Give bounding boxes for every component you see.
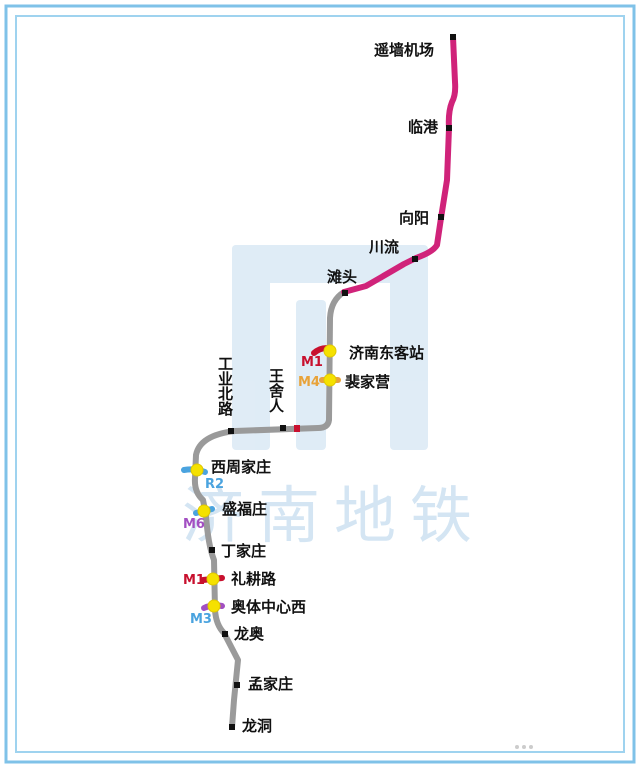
station-dot-longao[interactable] (222, 631, 228, 637)
station-label-tantou: 滩头 (327, 268, 357, 286)
station-dot-lingang[interactable] (446, 125, 452, 131)
transfer-code-m6: M6 (183, 517, 205, 532)
station-label-chuanliu: 川流 (368, 238, 399, 256)
transfer-code-m4: M4 (298, 375, 320, 390)
station-dot-longdong[interactable] (229, 724, 235, 730)
decorative-dots (515, 745, 533, 749)
line-marker (294, 425, 300, 432)
transfer-code-m1-east: M1 (301, 355, 323, 370)
transfer-code-m3: M3 (190, 612, 212, 627)
transfer-marker-jinan-east[interactable] (323, 344, 337, 358)
station-dot-mengjiazhuang[interactable] (234, 682, 240, 688)
transfer-code-r2: R2 (205, 477, 224, 492)
station-label-aotizhongxinxi: 奥体中心西 (231, 598, 306, 616)
transfer-code-m1-south: M1 (183, 573, 205, 588)
station-dot-gongyebeilu[interactable] (228, 428, 234, 434)
station-dot-dingjiazhuang[interactable] (209, 547, 215, 553)
station-label-longao: 龙奥 (233, 625, 265, 643)
inner-frame (15, 15, 625, 753)
station-dot-xiangyang[interactable] (438, 214, 444, 220)
watermark-text: 济南地铁 (182, 479, 486, 552)
transfer-marker-shengfuzhuang[interactable] (197, 504, 211, 518)
outer-frame (4, 4, 636, 764)
transfer-marker-aotizhongxinxi[interactable] (207, 599, 221, 613)
station-label-ligenglu: 礼耕路 (231, 570, 277, 588)
station-label-xiangyang: 向阳 (399, 209, 429, 227)
station-label-mengjiazhuang: 孟家庄 (248, 675, 293, 693)
station-label-dingjiazhuang: 丁家庄 (221, 542, 266, 560)
station-label-wangsheren: 王舍人 (267, 368, 285, 413)
station-dot-chuanliu[interactable] (412, 256, 418, 262)
station-label-shengfuzhuang: 盛福庄 (222, 500, 267, 518)
transfer-marker-ligenglu[interactable] (206, 572, 220, 586)
transfer-markers (190, 344, 337, 613)
station-label-longdong: 龙洞 (241, 717, 272, 735)
station-label-xizhoujiazhuang: 西周家庄 (211, 458, 271, 476)
watermark-logo (232, 245, 428, 450)
station-dot-tantou[interactable] (342, 290, 348, 296)
transfer-marker-xizhoujiazhuang[interactable] (190, 463, 204, 477)
station-label-lingang: 临港 (408, 118, 439, 136)
station-dots (209, 34, 456, 730)
station-label-peijiaying: 裴家营 (344, 373, 390, 391)
station-dot-wangsheren[interactable] (280, 425, 286, 431)
transfer-marker-peijiaying[interactable] (323, 373, 337, 387)
station-dot-yaoqiang[interactable] (450, 34, 456, 40)
station-label-gongyebeilu: 工业北路 (216, 356, 234, 416)
station-label-yaoqiang: 遥墙机场 (374, 41, 434, 59)
station-label-jinan-east: 济南东客站 (349, 344, 424, 362)
line-existing-segment (191, 289, 347, 730)
